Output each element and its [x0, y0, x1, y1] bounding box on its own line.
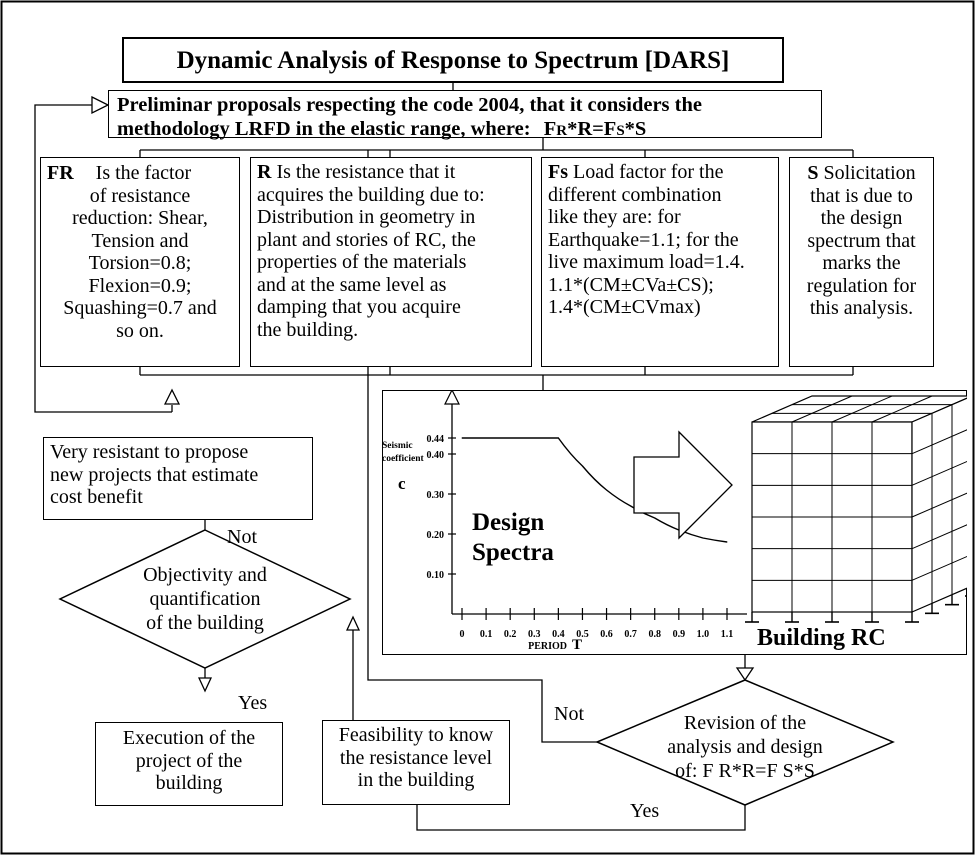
x-axis-label: PERIOD — [528, 641, 567, 652]
spectrum-point — [461, 437, 463, 439]
s-lead: S — [807, 162, 819, 184]
y-tick-label: 0.20 — [427, 530, 445, 541]
label-yes-right: Yes — [630, 800, 660, 822]
spectrum-point — [581, 465, 583, 467]
building-line — [911, 555, 967, 581]
y-tick-label: 0.40 — [427, 450, 445, 461]
spectrum-point — [702, 537, 704, 539]
fr-lead: FR — [47, 162, 74, 184]
title-box: Dynamic Analysis of Response to Spectrum… — [122, 37, 784, 83]
y-axis-label-2: coefficient — [382, 454, 425, 464]
spectrum-point — [630, 505, 632, 507]
building-line — [911, 492, 967, 518]
fs-lead: Fs — [548, 161, 568, 183]
x-tick-label: 0.7 — [624, 629, 637, 640]
r-box: R Is the resistance that it acquires the… — [250, 157, 532, 367]
revision-formula: F R*R=F S*S — [702, 760, 815, 782]
arrowhead-feasibility — [345, 615, 361, 631]
preliminar-formula: FR*R=FS*S — [543, 118, 647, 140]
x-tick-label: 1.0 — [697, 629, 710, 640]
preliminar-line2-text: methodology LRFD in the elastic range, w… — [117, 118, 531, 140]
building-label: Building RC — [757, 625, 886, 651]
arrowhead-yes-left — [197, 677, 213, 693]
big-arrow-icon — [633, 430, 733, 540]
building-rc-icon — [745, 395, 967, 623]
label-not-left: Not — [227, 526, 257, 548]
x-tick-label: 0.2 — [504, 629, 517, 640]
x-tick-label: 1.1 — [721, 629, 734, 640]
objectivity-text: Objectivity and quantification of the bu… — [143, 564, 267, 634]
arrowhead-revision — [735, 667, 755, 682]
preliminar-line1: Preliminar proposals respecting the code… — [117, 94, 702, 116]
chart-title-line1: Design — [472, 509, 544, 536]
fs-box: Fs Load factor for the different combina… — [541, 157, 779, 367]
preliminar-box: Preliminar proposals respecting the code… — [108, 90, 822, 140]
building-line — [831, 395, 893, 423]
building-side — [911, 397, 967, 613]
revision-diamond — [595, 679, 895, 806]
spectrum-point — [726, 541, 728, 543]
r-lead: R — [257, 161, 272, 183]
x-tick-label: 0.4 — [552, 629, 565, 640]
x-tick-label: 0.9 — [673, 629, 686, 640]
feasibility-box: Feasibility to know the resistance level… — [322, 720, 510, 805]
arrowhead-loop-up — [163, 388, 181, 405]
building-line — [911, 524, 967, 550]
y-axis-arrowhead — [444, 390, 460, 405]
label-not-right: Not — [554, 703, 584, 725]
y-tick-label: 0.30 — [427, 490, 445, 501]
design-spectra-chart: 0 0.1 0.2 0.3 0.4 0.5 0.6 0.7 0.8 0.9 1.0 1.1 0.10 0.… — [382, 390, 967, 653]
x-tick-label: 0.1 — [480, 629, 493, 640]
chart-axes — [444, 390, 747, 615]
building-line — [911, 460, 967, 486]
very-resistant-box: Very resistant to propose new projects t… — [43, 437, 313, 520]
building-line — [911, 429, 967, 455]
arrowhead-prelim — [91, 95, 110, 115]
x-tick-label: 0.6 — [600, 629, 613, 640]
y-tick-label: 0.44 — [427, 434, 445, 445]
chart-ticks: 0 0.1 0.2 0.3 0.4 0.5 0.6 0.7 0.8 0.9 1.0 1.1 0.10 0.… — [427, 434, 734, 640]
revision-text: Revision of the analysis and design of: … — [667, 712, 823, 782]
x-tick-label: 0 — [460, 629, 465, 640]
chart-title-line2: Spectra — [472, 539, 554, 566]
spectrum-point — [557, 437, 559, 439]
y-axis-label-1: Seismic — [382, 441, 413, 451]
spectrum-point — [606, 489, 608, 491]
building-line — [871, 395, 933, 423]
x-tick-label: 0.8 — [648, 629, 661, 640]
y-tick-label: 0.10 — [427, 570, 445, 581]
x-tick-label: 0.5 — [576, 629, 589, 640]
objectivity-diamond — [58, 529, 352, 669]
revision-yes-loop — [416, 805, 746, 831]
building-line — [791, 395, 853, 423]
execution-box: Execution of the project of the building — [95, 722, 283, 806]
revision-not-loop — [367, 150, 597, 743]
preliminar-line2: methodology LRFD in the elastic range, w… — [117, 117, 813, 143]
y-axis-symbol: c — [398, 474, 406, 493]
spectrum-point — [654, 517, 656, 519]
s-box: S Solicitation that is due to the design… — [789, 157, 934, 367]
feedback-loop-left — [34, 104, 172, 413]
label-yes-left: Yes — [238, 692, 268, 714]
x-tick-label: 0.3 — [528, 629, 541, 640]
x-axis-symbol: T — [572, 637, 582, 653]
page-title: Dynamic Analysis of Response to Spectrum… — [176, 47, 730, 74]
